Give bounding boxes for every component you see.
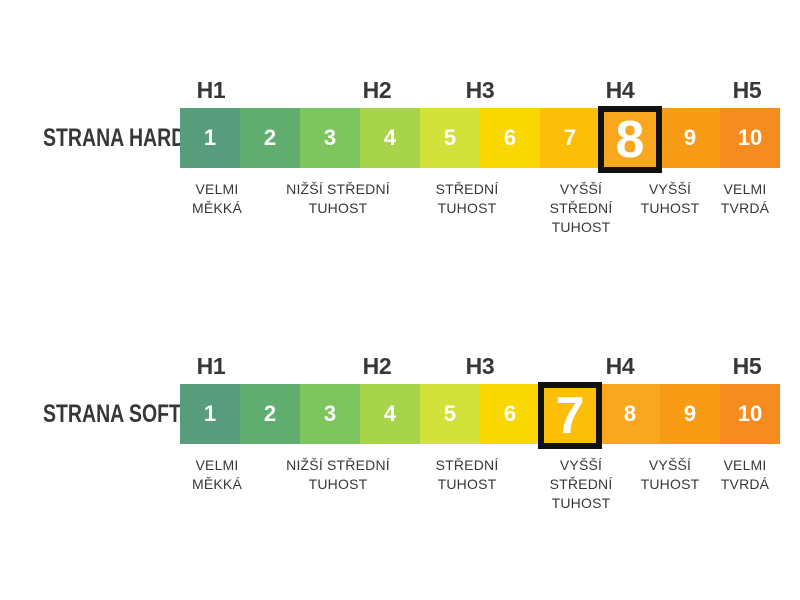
scale-cell-3: 3 <box>300 108 360 168</box>
firmness-bar-soft: 1 2 3 4 5 6 7 8 9 10 <box>180 382 780 449</box>
cell-number: 5 <box>443 401 457 426</box>
scale-cell-10: 10 <box>720 384 780 444</box>
row-title-soft: STRANA SOFT <box>43 400 181 428</box>
cell-number: 7 <box>563 125 577 150</box>
zone-label: STŘEDNÍ TUHOST <box>435 457 499 492</box>
scale-cell-7: 7 <box>538 382 602 449</box>
cell-number: 1 <box>203 401 217 426</box>
zone-label: VELMI TVRDÁ <box>720 457 770 492</box>
scale-cell-9: 9 <box>660 108 720 168</box>
scale-cell-6: 6 <box>480 384 540 444</box>
scale-cell-5: 5 <box>420 108 480 168</box>
cell-number: 9 <box>683 125 697 150</box>
row-title-hard: STRANA HARD <box>43 124 186 152</box>
cell-number: 10 <box>737 401 763 426</box>
highlighted-value: 7 <box>555 386 585 445</box>
cell-number: 3 <box>323 125 337 150</box>
firmness-bar-hard: 1 2 3 4 5 6 7 8 9 10 <box>180 106 780 173</box>
cell-number: 4 <box>383 125 397 150</box>
zone-label: NIŽŠÍ STŘEDNÍ TUHOST <box>286 181 390 216</box>
h-marker-h2: H2 <box>362 353 392 379</box>
scale-cell-1: 1 <box>180 384 240 444</box>
cell-number: 4 <box>383 401 397 426</box>
zone-label: NIŽŠÍ STŘEDNÍ TUHOST <box>286 457 390 492</box>
cell-number: 10 <box>737 125 763 150</box>
scale-cell-6: 6 <box>480 108 540 168</box>
zone-label: VELMI TVRDÁ <box>720 181 770 216</box>
scale-cell-9: 9 <box>660 384 720 444</box>
highlighted-value: 8 <box>615 110 645 169</box>
scale-cell-8: 8 <box>598 106 662 173</box>
h-marker-h5: H5 <box>732 353 762 379</box>
cell-number: 2 <box>263 401 277 426</box>
scale-row-soft: STRANA SOFT H1 H2 H3 H4 H5 1 2 3 4 5 6 7 8 9 10 VELMI… <box>0 354 800 584</box>
scale-cell-2: 2 <box>240 384 300 444</box>
zone-label: VYŠŠÍ TUHOST <box>640 181 700 216</box>
h-markers: H1 H2 H3 H4 H5 <box>0 354 800 380</box>
zone-label: VYŠŠÍ TUHOST <box>640 457 700 492</box>
cell-number: 3 <box>323 401 337 426</box>
cell-number: 5 <box>443 125 457 150</box>
zone-label: VELMI MĚKKÁ <box>191 181 243 216</box>
zone-label: VYŠŠÍ STŘEDNÍ TUHOST <box>549 457 613 511</box>
h-marker-h3: H3 <box>465 77 495 103</box>
h-marker-h1: H1 <box>196 353 226 379</box>
scale-cell-5: 5 <box>420 384 480 444</box>
scale-cell-4: 4 <box>360 384 420 444</box>
highlight-box: 8 <box>598 106 662 173</box>
scale-cell-7: 7 <box>540 108 600 168</box>
zone-label: VELMI MĚKKÁ <box>191 457 243 492</box>
scale-cell-2: 2 <box>240 108 300 168</box>
highlight-box: 7 <box>538 382 602 449</box>
cell-number: 6 <box>503 401 517 426</box>
zone-label: VYŠŠÍ STŘEDNÍ TUHOST <box>549 181 613 235</box>
scale-cell-3: 3 <box>300 384 360 444</box>
scale-cell-8: 8 <box>600 384 660 444</box>
h-marker-h3: H3 <box>465 353 495 379</box>
h-marker-h2: H2 <box>362 77 392 103</box>
scale-row-hard: STRANA HARD H1 H2 H3 H4 H5 1 2 3 4 5 6 7 8 9 10 VELMI… <box>0 78 800 308</box>
h-marker-h1: H1 <box>196 77 226 103</box>
zone-label: STŘEDNÍ TUHOST <box>435 181 499 216</box>
cell-number: 9 <box>683 401 697 426</box>
scale-cell-10: 10 <box>720 108 780 168</box>
scale-cell-4: 4 <box>360 108 420 168</box>
h-marker-h5: H5 <box>732 77 762 103</box>
cell-number: 6 <box>503 125 517 150</box>
h-marker-h4: H4 <box>605 353 635 379</box>
h-markers: H1 H2 H3 H4 H5 <box>0 78 800 104</box>
cell-number: 1 <box>203 125 217 150</box>
cell-number: 2 <box>263 125 277 150</box>
scale-cell-1: 1 <box>180 108 240 168</box>
h-marker-h4: H4 <box>605 77 635 103</box>
cell-number: 8 <box>623 401 637 426</box>
